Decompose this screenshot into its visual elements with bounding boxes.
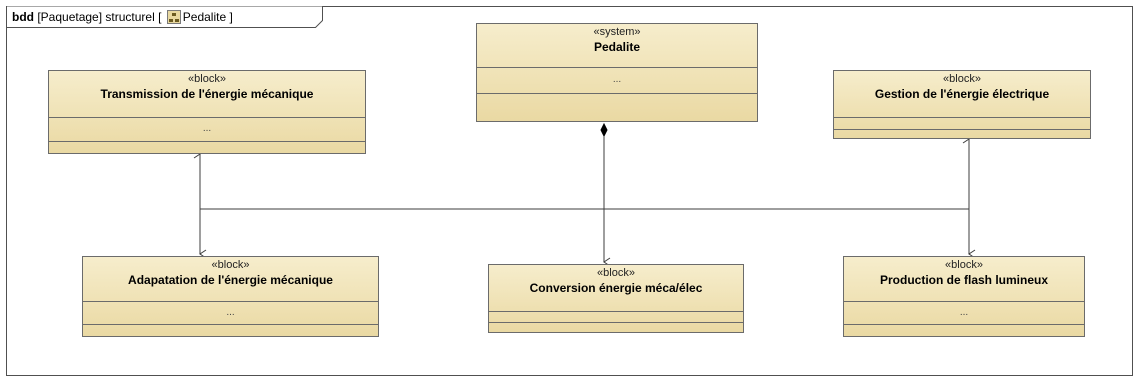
block-name: Conversion énergie méca/élec [529, 281, 703, 295]
block-transmission[interactable]: «block» Transmission de l'énergie mécani… [48, 70, 366, 154]
stereotype-label: «block» [188, 73, 226, 85]
stereotype-label: «block» [945, 259, 983, 271]
block-conversion[interactable]: «block» Conversion énergie méca/élec [488, 264, 744, 333]
block-gestion[interactable]: «block» Gestion de l'énergie électrique [833, 70, 1091, 139]
block-compartment-empty [49, 141, 365, 154]
block-compartment: ... [49, 117, 365, 141]
block-name: Transmission de l'énergie mécanique [100, 87, 314, 101]
frame-title-close: ] [229, 10, 233, 24]
composition-diamond [600, 122, 608, 138]
block-name: Pedalite [593, 40, 641, 54]
stereotype-label: «block» [943, 73, 981, 85]
block-adaptation[interactable]: «block» Adapatation de l'énergie mécaniq… [82, 256, 379, 337]
block-compartment: ... [83, 301, 378, 324]
block-name: Gestion de l'énergie électrique [874, 87, 1050, 101]
block-compartment: ... [477, 67, 757, 93]
block-compartment [489, 311, 743, 322]
frame-element-name: Pedalite [182, 10, 227, 24]
block-compartment-empty [834, 129, 1090, 139]
block-production[interactable]: «block» Production de flash lumineux ... [843, 256, 1085, 337]
block-pedalite[interactable]: «system» Pedalite ... [476, 23, 758, 122]
block-compartment-empty [83, 324, 378, 337]
frame-title: bdd [Paquetage] structurel [ Pedalite ] [12, 10, 233, 24]
stereotype-label: «block» [597, 267, 635, 279]
frame-title-text: [Paquetage] structurel [ [37, 10, 162, 24]
frame-tab-outline [6, 6, 323, 28]
stereotype-label: «system» [593, 26, 641, 38]
block-compartment-empty [844, 324, 1084, 337]
block-compartment-empty [477, 93, 757, 122]
block-compartment: ... [844, 301, 1084, 324]
block-name: Adapatation de l'énergie mécanique [128, 273, 333, 287]
composition-pedalite-conversion [600, 122, 611, 267]
frame-kind: bdd [12, 10, 34, 24]
block-compartment [834, 117, 1090, 129]
block-name: Production de flash lumineux [879, 273, 1049, 287]
stereotype-label: «block» [211, 259, 250, 271]
block-compartment-empty [489, 322, 743, 333]
package-icon [166, 10, 181, 24]
